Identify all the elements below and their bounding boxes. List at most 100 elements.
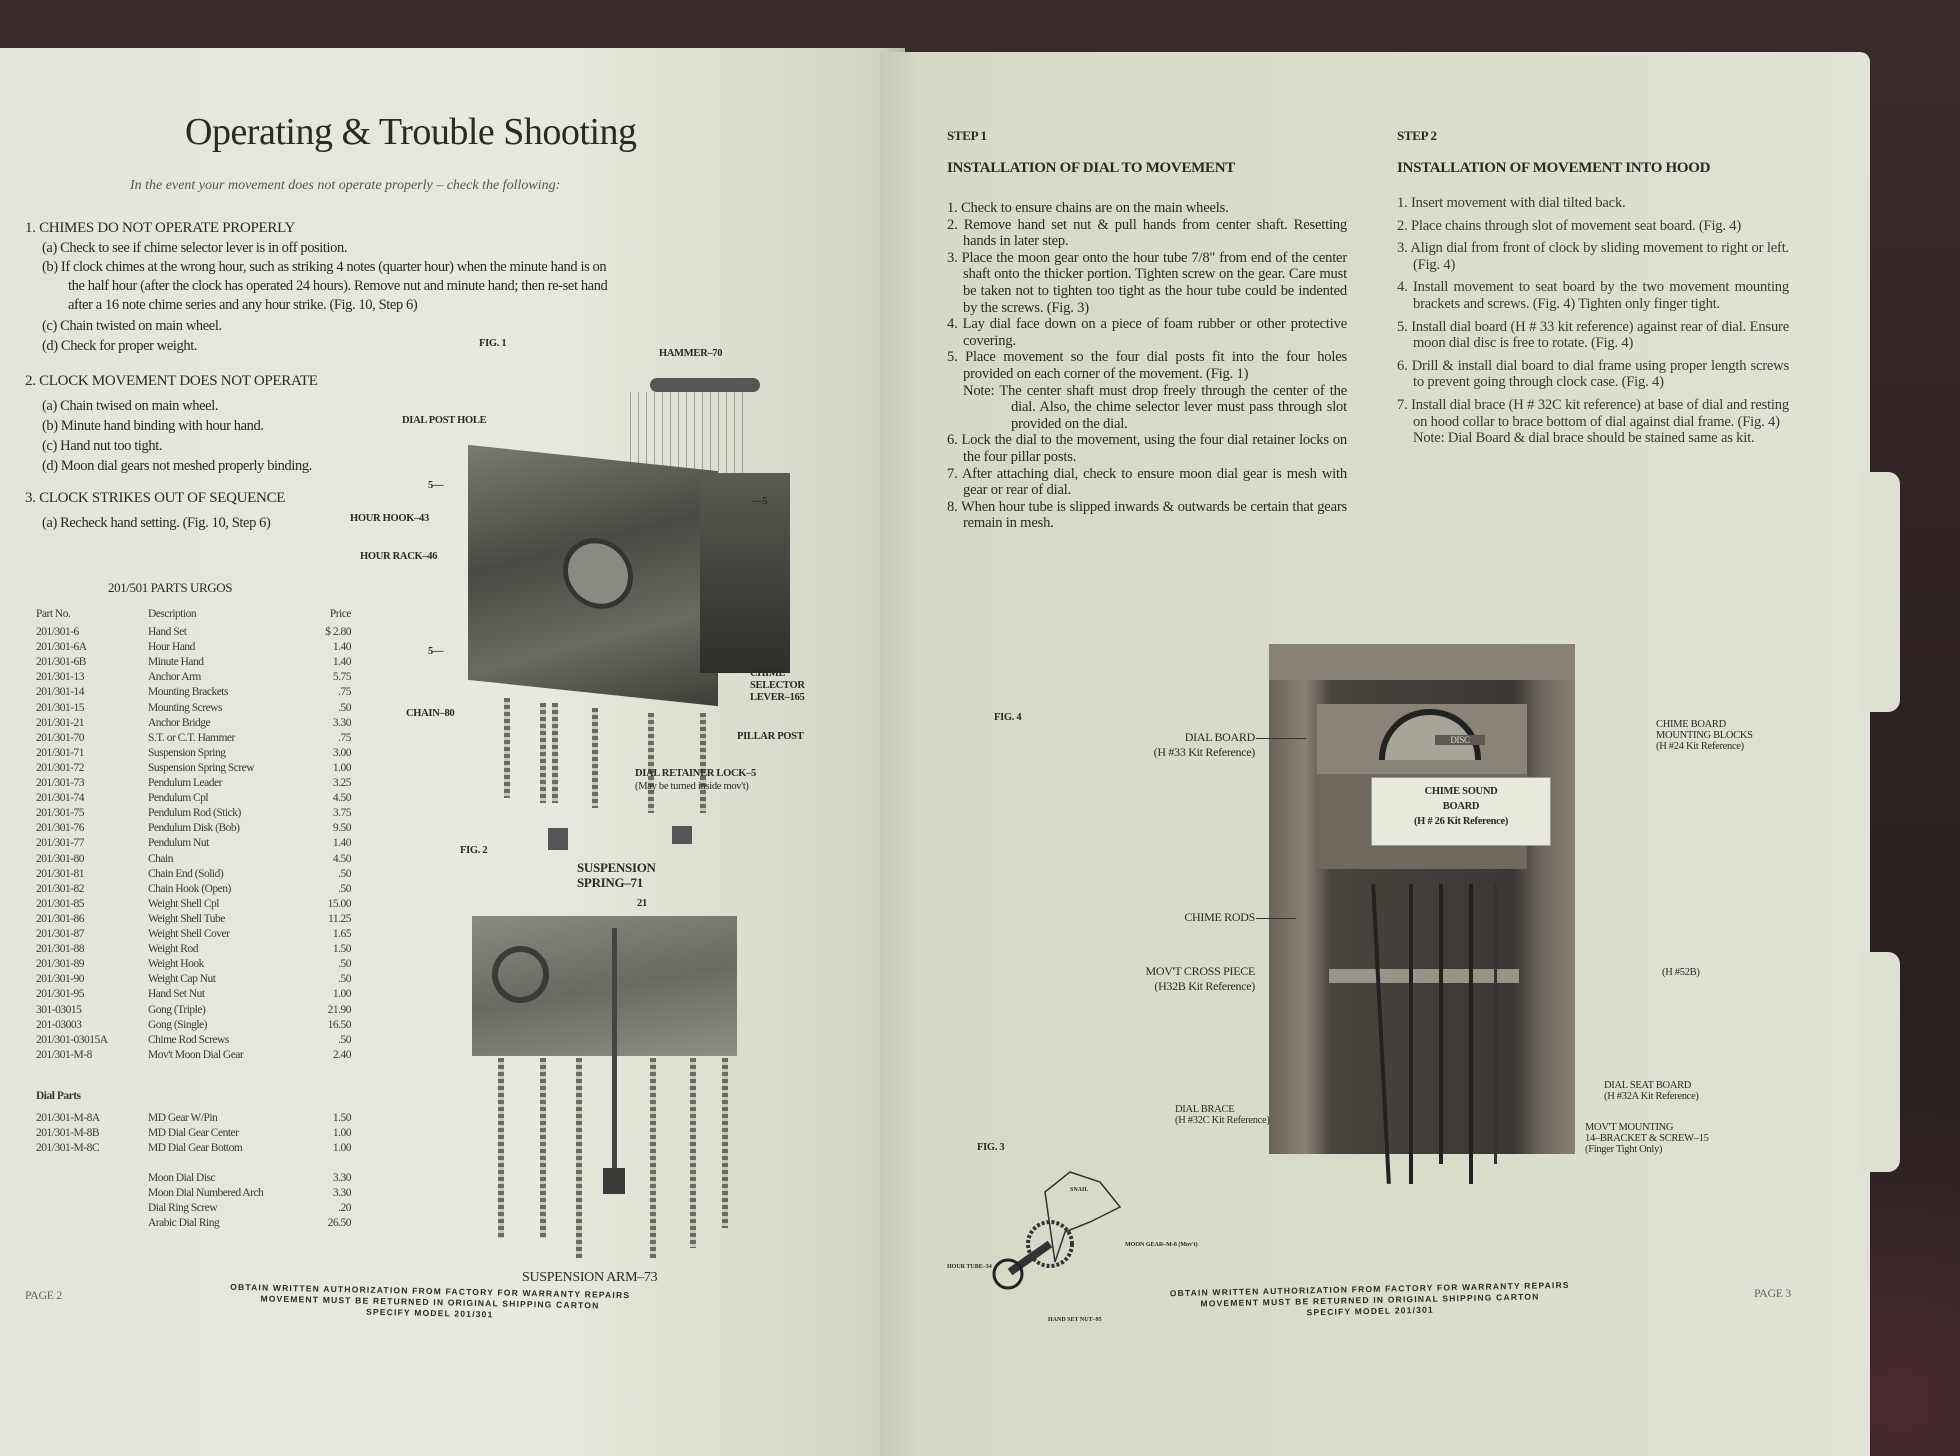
callout-dial-retainer-note: (May be turned inside mov't) xyxy=(635,781,749,792)
moon-gear-icon xyxy=(1026,1220,1074,1268)
part-price: 4.50 xyxy=(332,792,352,805)
sign-line: BOARD xyxy=(1442,801,1480,812)
list-item: (b) If clock chimes at the wrong hour, s… xyxy=(42,259,607,275)
page-title: Operating & Trouble Shooting xyxy=(185,111,637,153)
part-description: Pendulum Disk (Bob) xyxy=(148,822,240,835)
hour-tube xyxy=(1007,1240,1053,1276)
part-price: $ 2.80 xyxy=(325,626,351,638)
chain xyxy=(552,703,558,803)
part-number: 201/301-90 xyxy=(36,973,85,986)
part-number: 201/301-M-8A xyxy=(36,1112,100,1124)
chain xyxy=(576,1058,582,1258)
chain xyxy=(700,713,706,813)
chain xyxy=(722,1058,728,1228)
callout-h52b: (H #52B) xyxy=(1662,967,1700,978)
callout-dial-seat: DIAL SEAT BOARD(H #32A Kit Reference) xyxy=(1604,1080,1699,1102)
list-item: (c) Chain twisted on main wheel. xyxy=(42,318,222,334)
part-price: .20 xyxy=(338,1202,351,1215)
part-number: 201/301-21 xyxy=(36,716,85,729)
callout-text: CHIME BOARD xyxy=(1656,719,1726,730)
part-description: Gong (Single) xyxy=(148,1018,207,1031)
part-price: 21.90 xyxy=(327,1003,352,1016)
page-tab xyxy=(1860,472,1900,712)
part-price: 26.50 xyxy=(327,1217,352,1230)
part-description: Mov't Moon Dial Gear xyxy=(148,1048,244,1061)
step2-heading: INSTALLATION OF MOVEMENT INTO HOOD xyxy=(1397,160,1711,176)
part-description: Chime Rod Screws xyxy=(148,1033,229,1046)
part-number: 201/301-80 xyxy=(36,852,85,865)
callout-text: (H #32C Kit Reference) xyxy=(1175,1115,1270,1126)
step1-label: STEP 1 xyxy=(947,128,987,143)
part-description: Arabic Dial Ring xyxy=(148,1217,220,1230)
part-price: .50 xyxy=(338,867,351,880)
callout-dial-retainer: DIAL RETAINER LOCK–5 xyxy=(635,768,756,779)
part-description: Weight Cap Nut xyxy=(148,973,216,986)
fig3-drawing xyxy=(992,1171,1122,1290)
hammer-rail xyxy=(650,378,760,392)
part-price: 3.00 xyxy=(332,746,352,759)
callout-dial-brace: DIAL BRACE(H #32C Kit Reference) xyxy=(1175,1104,1270,1126)
list-item: 8. When hour tube is slipped inwards & o… xyxy=(947,498,1347,532)
callout-5: 5— xyxy=(428,646,444,657)
part-number: 201/301-71 xyxy=(36,746,85,759)
callout-chime-rods: CHIME RODS xyxy=(1184,910,1255,924)
part-description: Chain xyxy=(148,852,173,865)
part-description: MD Dial Gear Bottom xyxy=(148,1142,243,1155)
chain xyxy=(540,1058,546,1238)
parts-title: 201/501 PARTS URGOS xyxy=(108,580,233,595)
part-number: 201/301-77 xyxy=(36,837,85,850)
page-number: PAGE 3 xyxy=(1754,1286,1791,1300)
part-number: 201/301-82 xyxy=(36,882,85,895)
part-description: Weight Shell Tube xyxy=(148,912,225,925)
part-price: .75 xyxy=(338,686,351,699)
section-heading: 2. CLOCK MOVEMENT DOES NOT OPERATE xyxy=(25,373,318,389)
part-price: 3.30 xyxy=(332,716,352,729)
list-item: (d) Check for proper weight. xyxy=(42,338,198,354)
callout-5: 5— xyxy=(428,480,444,491)
header-part-no: Part No. xyxy=(36,608,71,620)
chain xyxy=(498,1058,504,1238)
page-tab xyxy=(1860,952,1900,1172)
part-number: 201/301-81 xyxy=(36,867,85,880)
chime-sound-board-sign: CHIME SOUND BOARD (H # 26 Kit Reference) xyxy=(1371,777,1551,846)
list-item: 3. Align dial from front of clock by sli… xyxy=(1397,240,1789,273)
fig3-hour-tube: HOUR TUBE–34 xyxy=(947,1264,992,1270)
part-price: 1.00 xyxy=(332,1127,352,1140)
part-number: 201/301-13 xyxy=(36,671,85,684)
sign-line: (H # 26 Kit Reference) xyxy=(1413,816,1509,827)
list-item: 6. Lock the dial to the movement, using … xyxy=(947,432,1347,465)
callout-chain: CHAIN–80 xyxy=(406,708,455,719)
callout-text: (Finger Tight Only) xyxy=(1585,1144,1663,1155)
part-price: 1.65 xyxy=(332,928,352,940)
sign-line: CHIME SOUND xyxy=(1424,786,1498,797)
header-price: Price xyxy=(329,608,352,620)
callout-suspension-spring: SUSPENSION SPRING–71 xyxy=(577,860,656,890)
callout-text: (H #33 Kit Reference) xyxy=(1153,745,1256,759)
part-number: 201/301-75 xyxy=(36,807,85,820)
list-item: 7. After attaching dial, check to ensure… xyxy=(947,465,1347,499)
chain xyxy=(690,1058,696,1248)
pendulum-rod xyxy=(612,928,617,1188)
list-item: after a 16 note chime series and any hou… xyxy=(68,297,418,313)
part-price: 1.00 xyxy=(332,1142,352,1155)
list-item: (a) Recheck hand setting. (Fig. 10, Step… xyxy=(42,515,271,531)
part-number: 301-03015 xyxy=(36,1003,82,1016)
part-price: 15.00 xyxy=(327,897,352,910)
gear-train-photo xyxy=(700,473,790,673)
